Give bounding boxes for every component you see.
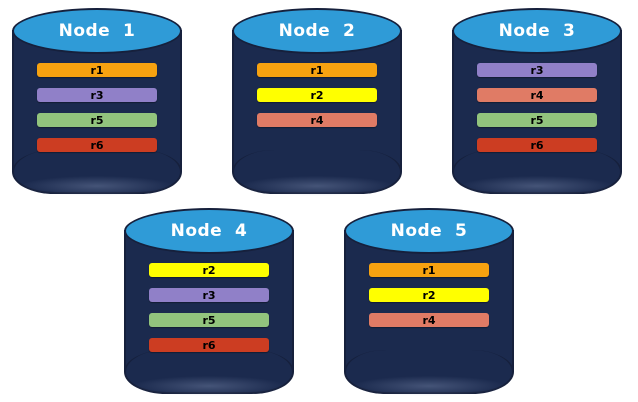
node-label: Node 5 — [390, 221, 468, 241]
cylinder-shadow — [134, 376, 284, 396]
shard-bar[interactable]: r4 — [477, 88, 597, 102]
shard-bar[interactable]: r5 — [149, 313, 269, 327]
shard-bar[interactable]: r2 — [257, 88, 377, 102]
node-3[interactable]: Node 3 r3 r4 r5 r6 — [452, 8, 622, 196]
shard-bar[interactable]: r3 — [477, 63, 597, 77]
shard-bar[interactable]: r1 — [257, 63, 377, 77]
shard-bar[interactable]: r5 — [37, 113, 157, 127]
shard-bar[interactable]: r1 — [37, 63, 157, 77]
shard-bar[interactable]: r2 — [369, 288, 489, 302]
shard-list: r2 r3 r5 r6 — [149, 263, 269, 363]
cylinder-bottom-cap — [12, 150, 182, 194]
cylinder-top-ellipse — [12, 8, 182, 54]
cylinder-bottom-cap — [452, 150, 622, 194]
shard-bar[interactable]: r6 — [477, 138, 597, 152]
node-4[interactable]: Node 4 r2 r3 r5 r6 — [124, 208, 294, 396]
node-5[interactable]: Node 5 r1 r2 r4 — [344, 208, 514, 396]
cylinder-bottom-cap — [344, 350, 514, 394]
shard-bar[interactable]: r6 — [149, 338, 269, 352]
node-1[interactable]: Node 1 r1 r3 r5 r6 — [12, 8, 182, 196]
cylinder-top-ellipse — [452, 8, 622, 54]
shard-bar[interactable]: r4 — [257, 113, 377, 127]
node-label: Node 3 — [498, 21, 576, 41]
shard-bar[interactable]: r4 — [369, 313, 489, 327]
shard-bar[interactable]: r5 — [477, 113, 597, 127]
cylinder-top-ellipse — [344, 208, 514, 254]
cylinder-shadow — [242, 176, 392, 196]
shard-bar[interactable]: r6 — [37, 138, 157, 152]
cylinder-top-ellipse — [232, 8, 402, 54]
cylinder-shadow — [462, 176, 612, 196]
node-label: Node 4 — [170, 221, 248, 241]
shard-list: r1 r2 r4 — [257, 63, 377, 138]
shard-list: r3 r4 r5 r6 — [477, 63, 597, 163]
shard-bar[interactable]: r2 — [149, 263, 269, 277]
node-label: Node 2 — [278, 21, 356, 41]
cylinder-shadow — [354, 376, 504, 396]
cylinder-bottom-cap — [232, 150, 402, 194]
shard-bar[interactable]: r3 — [37, 88, 157, 102]
node-label: Node 1 — [58, 21, 136, 41]
cylinder-top-ellipse — [124, 208, 294, 254]
shard-list: r1 r2 r4 — [369, 263, 489, 338]
cylinder-bottom-cap — [124, 350, 294, 394]
node-2[interactable]: Node 2 r1 r2 r4 — [232, 8, 402, 196]
shard-bar[interactable]: r3 — [149, 288, 269, 302]
shard-list: r1 r3 r5 r6 — [37, 63, 157, 163]
shard-bar[interactable]: r1 — [369, 263, 489, 277]
cylinder-shadow — [22, 176, 172, 196]
